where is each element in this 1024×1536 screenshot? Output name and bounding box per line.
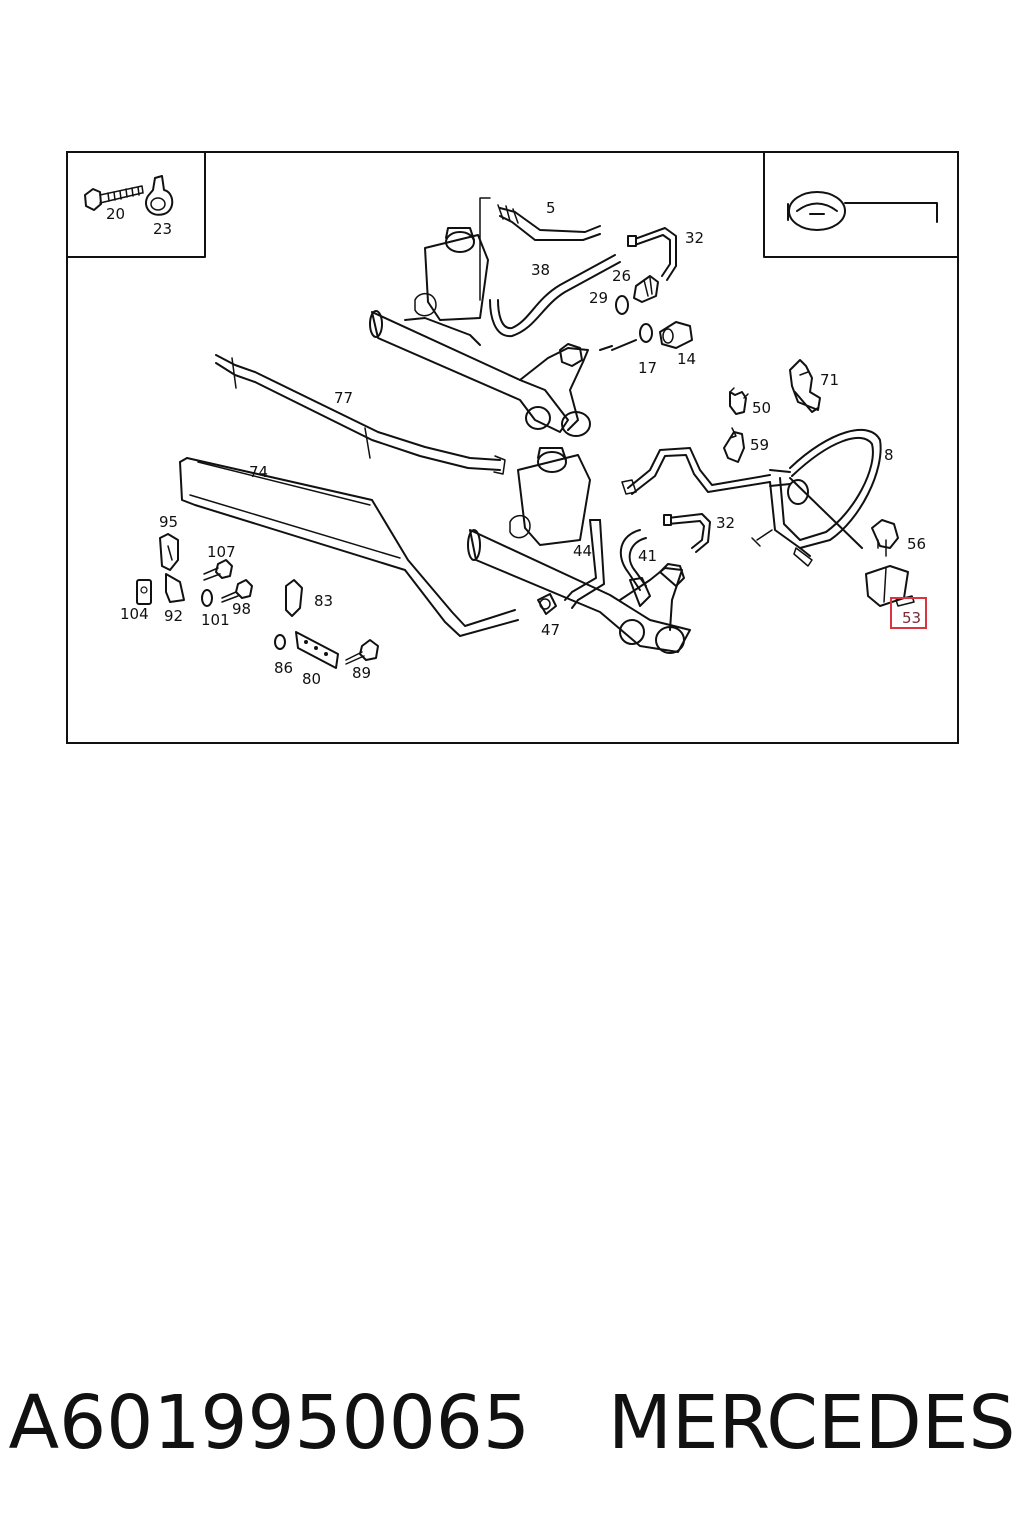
callout-17: 17 [638, 359, 657, 377]
callout-53: 53 [902, 609, 921, 627]
bracket-92-drawing [165, 573, 185, 603]
hose-44-drawing [564, 519, 605, 609]
line-74-drawing [179, 457, 519, 637]
callout-32-lower: 32 [716, 514, 735, 532]
callout-59: 59 [750, 436, 769, 454]
bolt-20-drawing [84, 185, 144, 211]
callout-104: 104 [120, 605, 149, 623]
callout-38: 38 [531, 261, 550, 279]
callout-23: 23 [153, 220, 172, 238]
highlight-box [890, 597, 927, 629]
callout-41: 41 [638, 547, 657, 565]
callout-95: 95 [159, 513, 178, 531]
fitting-14-drawing [659, 321, 693, 349]
callout-83: 83 [314, 592, 333, 610]
clip-104-drawing [136, 579, 152, 605]
clamp-47-drawing [537, 593, 557, 615]
line-32-top-drawing [627, 227, 677, 281]
callout-101: 101 [201, 611, 230, 629]
callout-20: 20 [106, 205, 125, 223]
inset-fasteners-box [66, 151, 206, 258]
clip-50-drawing [729, 387, 749, 415]
callout-5: 5 [546, 199, 556, 217]
steering-symbol-drawing [787, 191, 938, 231]
callout-107: 107 [207, 543, 236, 561]
callout-50: 50 [752, 399, 771, 417]
callout-44: 44 [573, 542, 592, 560]
callout-98: 98 [232, 600, 251, 618]
plate-80-drawing [295, 631, 339, 669]
bracket-95-drawing [159, 533, 179, 571]
callout-71: 71 [820, 371, 839, 389]
fitting-26-drawing [633, 275, 659, 303]
connector-stub [599, 339, 637, 351]
line-77-drawing [215, 354, 506, 475]
callout-47: 47 [541, 621, 560, 639]
bracket-83-drawing [285, 579, 303, 617]
callout-14: 14 [677, 350, 696, 368]
inset-steering-symbol-box [763, 151, 959, 258]
diagram-frame [66, 151, 959, 744]
callout-74: 74 [249, 463, 268, 481]
hose-38-drawing [489, 254, 621, 338]
washer-29-drawing [615, 295, 629, 315]
callout-80: 80 [302, 670, 321, 688]
washer-17-drawing [639, 323, 653, 343]
callout-26: 26 [612, 267, 631, 285]
callout-92: 92 [164, 607, 183, 625]
callout-77: 77 [334, 389, 353, 407]
highlighted-callout-53[interactable]: 53 [890, 597, 927, 629]
bolt-107-drawing [203, 559, 233, 581]
part-number: A6019950065 [8, 1380, 530, 1466]
callout-32-top: 32 [685, 229, 704, 247]
washer-101-drawing [201, 589, 213, 607]
washer-86-drawing [274, 634, 286, 650]
callout-29: 29 [589, 289, 608, 307]
callout-89: 89 [352, 664, 371, 682]
clip-59-drawing [723, 427, 745, 463]
hose-5-drawing [497, 204, 601, 241]
line-8-drawing [621, 428, 882, 567]
upper-steering-gear-drawing [369, 197, 591, 437]
hose-41-drawing [619, 529, 647, 591]
clamp-23-drawing [145, 175, 174, 216]
caption-bar: A6019950065 MERCEDES [0, 1368, 1024, 1478]
callout-86: 86 [274, 659, 293, 677]
bolt-98-drawing [221, 579, 253, 603]
callout-8: 8 [884, 446, 894, 464]
line-32-lower-drawing [663, 513, 711, 553]
clamp-56-drawing [871, 519, 899, 557]
bolt-89-drawing [345, 639, 379, 665]
callout-56: 56 [907, 535, 926, 553]
bracket-71-drawing [789, 359, 821, 413]
lower-steering-gear-drawing [467, 447, 691, 654]
brand-name: MERCEDES [607, 1380, 1016, 1466]
